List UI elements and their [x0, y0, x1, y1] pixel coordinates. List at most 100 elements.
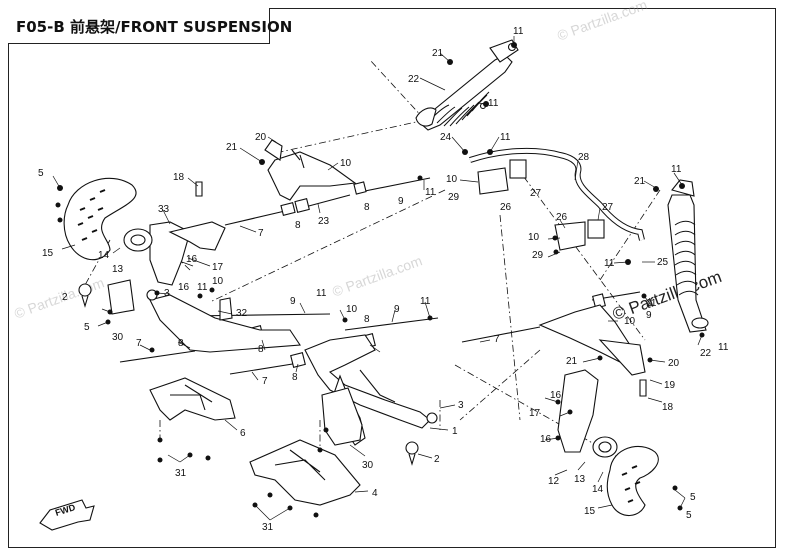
callout-c11b: 11 — [488, 98, 499, 109]
callout-c29a: 29 — [448, 192, 460, 203]
upper-a-arm-left — [264, 139, 357, 201]
callout-c9d: 9 — [646, 310, 652, 321]
callout-c18b: 18 — [662, 402, 674, 413]
callout-c16a: 16 — [186, 254, 198, 265]
callout-c10b: 10 — [446, 174, 458, 185]
callout-c11h: 11 — [316, 288, 327, 299]
ball-joints — [78, 283, 438, 466]
callout-c7d: 7 — [262, 376, 268, 387]
callout-c16c: 16 — [550, 390, 562, 401]
brake-disc-right — [606, 445, 659, 517]
callout-c11j: 11 — [646, 298, 657, 309]
callout-c14a: 14 — [98, 250, 110, 261]
callout-c9a: 9 — [398, 196, 404, 207]
fwd-arrow-icon — [39, 499, 95, 531]
callout-c4: 4 — [372, 488, 378, 499]
callout-c1: 1 — [452, 426, 458, 437]
callout-c21d: 21 — [566, 356, 578, 367]
callout-c19: 19 — [664, 380, 676, 391]
callout-c11d: 11 — [425, 187, 436, 198]
callout-c11g: 11 — [197, 282, 208, 293]
callout-c8c: 8 — [364, 314, 370, 325]
callout-c5a: 5 — [38, 168, 44, 179]
front-shock-absorber-top — [415, 39, 519, 131]
callout-c15a: 15 — [42, 248, 54, 259]
callout-c13: 13 — [112, 264, 124, 275]
callout-c30b: 30 — [362, 460, 374, 471]
callout-c18a: 18 — [173, 172, 185, 183]
callout-c7b: 7 — [136, 338, 142, 349]
callout-c13b: 13 — [574, 474, 586, 485]
callout-c26a: 26 — [500, 202, 512, 213]
callout-c7c: 7 — [494, 334, 500, 345]
callout-c22b: 22 — [700, 348, 712, 359]
brake-disc-left — [63, 177, 137, 261]
callout-c2b: 2 — [434, 454, 440, 465]
callout-c20b: 20 — [668, 358, 680, 369]
callout-c27b: 27 — [602, 202, 614, 213]
callout-c29b: 29 — [532, 250, 544, 261]
callout-c21b: 21 — [226, 142, 238, 153]
callout-c11a: 11 — [513, 26, 524, 37]
callout-c11i: 11 — [420, 296, 431, 307]
callout-c5b: 5 — [84, 322, 90, 333]
skid-plate-center — [249, 439, 361, 506]
callout-leaders — [52, 36, 703, 521]
lower-a-arm-left — [149, 294, 301, 353]
callout-c14b: 14 — [592, 484, 604, 495]
title-box — [8, 8, 270, 44]
callout-c17a: 17 — [212, 262, 224, 273]
callout-c12: 12 — [548, 476, 560, 487]
grease-fittings — [195, 181, 647, 397]
fasteners — [55, 42, 705, 518]
callout-c27a: 27 — [530, 188, 542, 199]
callout-c8e: 8 — [258, 344, 264, 355]
left-steering-knuckle — [123, 221, 226, 286]
callout-c10a: 10 — [340, 158, 352, 169]
callout-c6: 6 — [240, 428, 246, 439]
callout-c8f: 8 — [292, 372, 298, 383]
callout-c3b: 3 — [458, 400, 464, 411]
callout-c10e: 10 — [346, 304, 358, 315]
diagram-border — [8, 8, 776, 548]
callout-c11f: 11 — [604, 258, 615, 269]
callout-c3a: 3 — [164, 288, 170, 299]
callout-c10d: 10 — [212, 276, 224, 287]
callout-c2: 2 — [62, 292, 68, 303]
callout-c21a: 21 — [432, 48, 444, 59]
callout-c8a: 8 — [364, 202, 370, 213]
callout-c7a: 7 — [258, 228, 264, 239]
callout-c10f: 10 — [624, 316, 636, 327]
callout-c33: 33 — [158, 204, 170, 215]
front-shock-absorber-right — [667, 179, 709, 333]
callout-c9c: 9 — [394, 304, 400, 315]
callout-c16b: 16 — [178, 282, 190, 293]
upper-a-arm-right — [538, 304, 646, 376]
callout-c21c: 21 — [634, 176, 646, 187]
callout-c5d: 5 — [686, 510, 692, 521]
callout-c8b: 8 — [295, 220, 301, 231]
callout-c20a: 20 — [255, 132, 267, 143]
callout-c32: 32 — [236, 308, 248, 319]
callout-c25: 25 — [657, 257, 669, 268]
callout-c5c: 5 — [690, 492, 696, 503]
callout-c9b: 9 — [290, 296, 296, 307]
callout-c11c: 11 — [500, 132, 511, 143]
callout-c31a: 31 — [175, 468, 187, 479]
callout-c24: 24 — [440, 132, 452, 143]
callout-c17b: 17 — [529, 408, 541, 419]
callout-c23: 23 — [318, 216, 330, 227]
callout-c10c: 10 — [528, 232, 540, 243]
lower-a-arm-center — [304, 334, 431, 446]
callout-c28: 28 — [578, 152, 590, 163]
callout-c15b: 15 — [584, 506, 596, 517]
bracket-13 — [107, 279, 135, 315]
callout-c22a: 22 — [408, 74, 420, 85]
callout-c31b: 31 — [262, 522, 274, 533]
diagram-title: F05-B 前悬架/FRONT SUSPENSION — [16, 18, 293, 36]
callout-c30a: 30 — [112, 332, 124, 343]
callout-c16d: 16 — [540, 434, 552, 445]
